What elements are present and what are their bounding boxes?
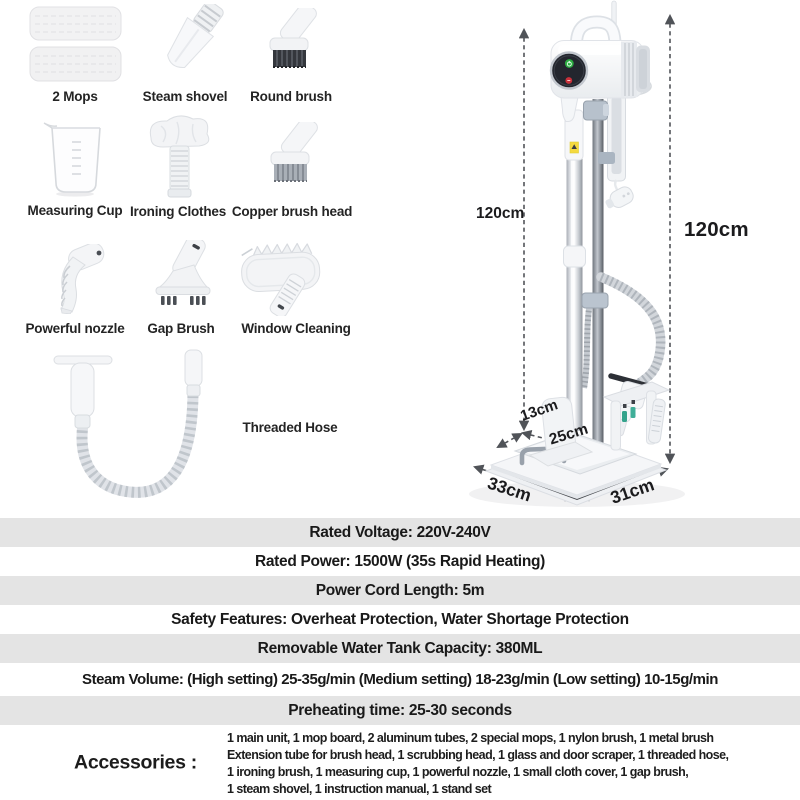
accessory-label-measuring-cup: Measuring Cup: [27, 203, 123, 218]
accessory-label-mops: 2 Mops: [52, 89, 98, 104]
power-button: [564, 59, 574, 68]
spec-row-accessories: Accessories : 1 main unit, 1 mop board, …: [0, 725, 800, 800]
spec-row-safety-features: Safety Features: Overheat Protection, Wa…: [171, 610, 629, 628]
spec-row-rated-power: Rated Power: 1500W (35s Rapid Heating): [254, 552, 546, 570]
accessories-heading: Accessories :: [74, 751, 197, 773]
gap-brush-image: [155, 240, 211, 305]
accessory-item-steam-shovel: [152, 4, 227, 78]
power-plug: [605, 186, 634, 209]
accessory-label-gap-brush: Gap Brush: [147, 321, 215, 336]
accessories-line: 1 steam shovel, 1 instruction manual, 1 …: [227, 782, 492, 796]
threaded-hose-image: [53, 349, 203, 498]
accessory-item-measuring-cup: [42, 120, 106, 198]
accessories-line: 1 main unit, 1 mop board, 2 aluminum tub…: [227, 731, 714, 745]
accessory-label-round-brush: Round brush: [250, 89, 332, 104]
spec-row-preheating-time: Preheating time: 25-30 seconds: [0, 696, 800, 725]
control-panel: [549, 51, 589, 90]
accessory-label-steam-shovel: Steam shovel: [142, 89, 228, 104]
accessories-list: 1 main unit, 1 mop board, 2 aluminum tub…: [227, 730, 729, 798]
steam-cleaner-illustration: [469, 0, 685, 507]
spec-row-water-tank-capacity: Removable Water Tank Capacity: 380ML: [0, 634, 800, 663]
accessory-label-ironing-clothes: Ironing Clothes: [130, 204, 226, 219]
accessory-item-window-cleaning: [238, 238, 338, 316]
spec-row-power-cord-length: Power Cord Length: 5m: [0, 576, 800, 605]
measuring-cup-image: [43, 122, 101, 197]
steam-shovel-image: [167, 4, 224, 68]
accessory-label-powerful-nozzle: Powerful nozzle: [25, 321, 125, 336]
ironing-clothes-image: [149, 115, 210, 198]
accessory-item-gap-brush: [150, 240, 216, 310]
dimension-label-height-right: 120cm: [684, 218, 749, 241]
accessory-item-mops: [28, 4, 123, 84]
accessory-item-round-brush: [258, 8, 318, 70]
accessory-item-ironing-clothes: [143, 112, 215, 198]
accessory-label-copper-brush-head: Copper brush head: [231, 204, 353, 219]
window-cleaning-image: [241, 242, 321, 316]
powerful-nozzle-image: [60, 244, 105, 314]
copper-brush-head-image: [270, 122, 318, 182]
mops-image: [29, 6, 122, 82]
carry-handle: [571, 17, 620, 57]
spec-table: Rated Voltage: 220V-240V Rated Power: 15…: [0, 518, 800, 800]
accessory-item-threaded-hose: [42, 348, 227, 506]
accessory-label-window-cleaning: Window Cleaning: [241, 321, 351, 336]
accessory-item-powerful-nozzle: [50, 244, 108, 314]
spec-row-rated-voltage: Rated Voltage: 220V-240V: [0, 518, 800, 547]
accessories-line: 1 ironing brush, 1 measuring cup, 1 powe…: [227, 765, 689, 779]
steamer-head: [549, 0, 650, 122]
spec-row-steam-volume: Steam Volume: (High setting) 25-35g/min …: [82, 671, 718, 688]
accessories-line: Extension tube for brush head, 1 scrubbi…: [227, 748, 729, 762]
accessory-label-threaded-hose: Threaded Hose: [242, 420, 338, 435]
round-brush-image: [269, 8, 317, 68]
accessory-item-copper-brush-head: [258, 122, 320, 186]
dimension-label-height-left: 120cm: [476, 205, 525, 222]
